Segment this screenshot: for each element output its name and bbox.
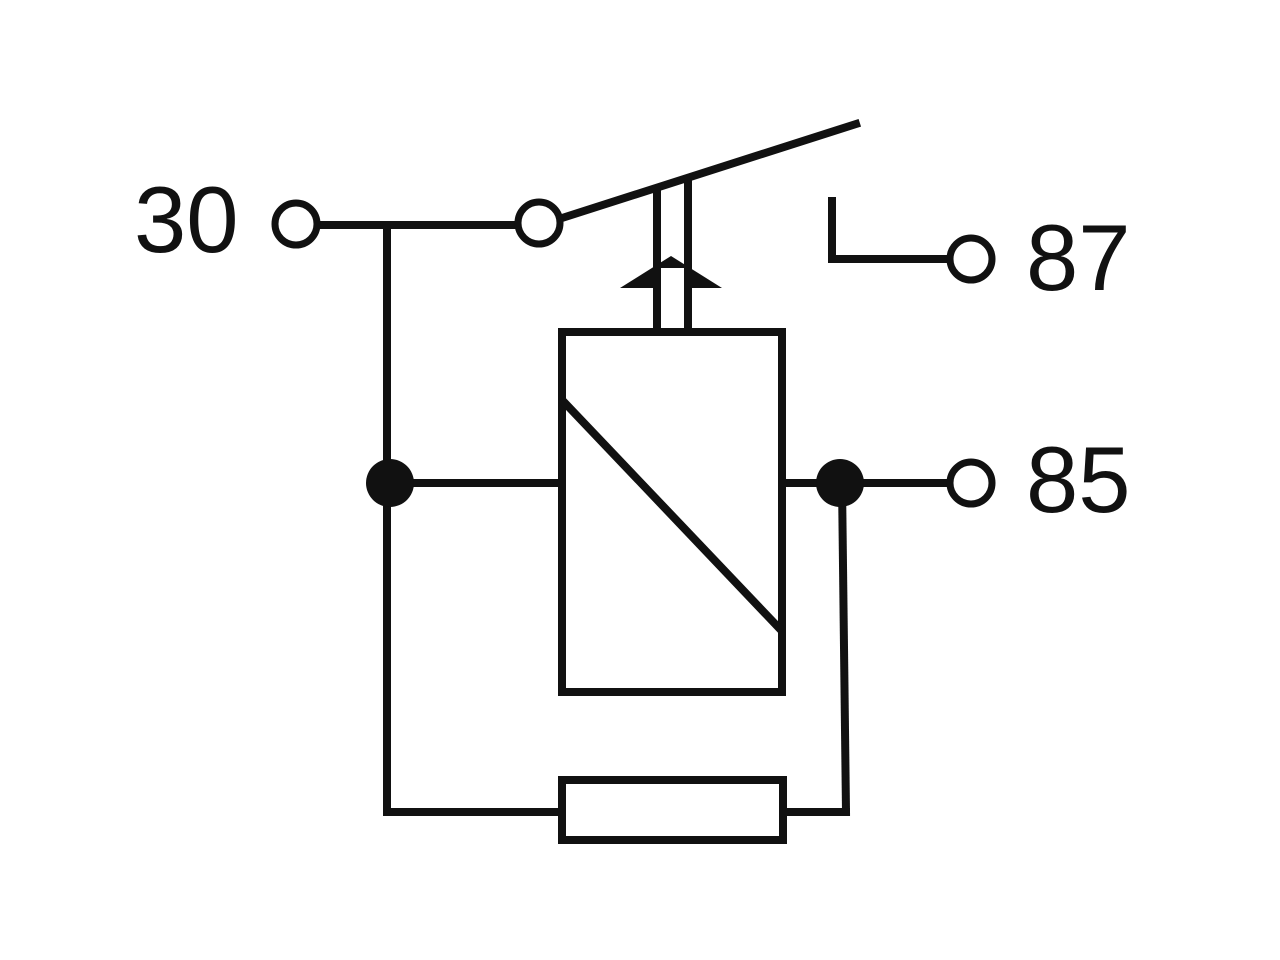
resistor [558, 776, 787, 844]
switch-blade [556, 118, 862, 224]
label-pin-85: 85 [1026, 427, 1131, 532]
relay-coil-diagonal [558, 396, 785, 634]
label-pin-87: 87 [1026, 205, 1131, 310]
label-pin-30: 30 [134, 167, 239, 272]
terminal-87 [946, 234, 996, 284]
wire-right-vertical [837, 478, 851, 817]
terminal-30 [271, 199, 321, 249]
switch-pivot [514, 198, 564, 248]
junction-right [816, 459, 864, 507]
junction-left [366, 459, 414, 507]
contact-87-wire [828, 197, 950, 263]
terminal-85 [946, 458, 996, 508]
actuator-arrow-gap [661, 268, 684, 290]
